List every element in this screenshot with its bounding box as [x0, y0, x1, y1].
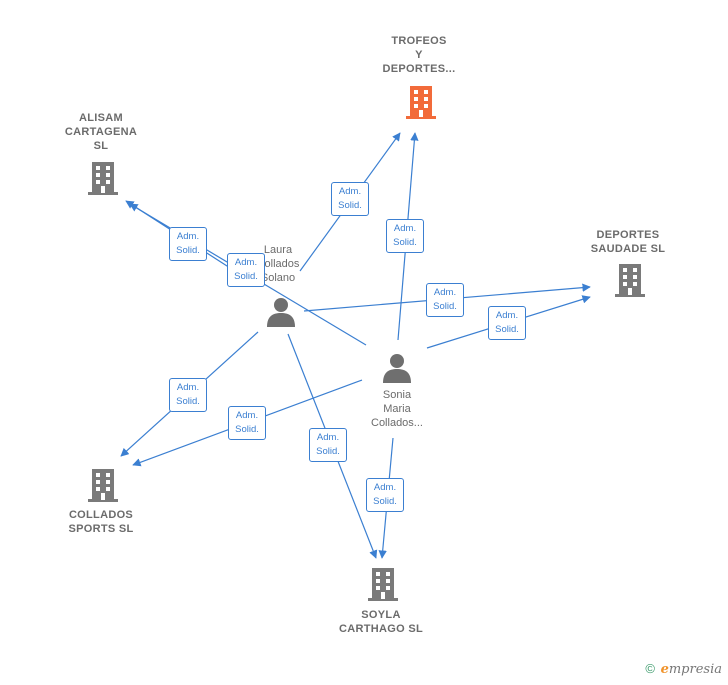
building-icon — [368, 568, 398, 601]
company-icon-soyla[interactable] — [366, 566, 400, 607]
brand-logo: empresia — [660, 662, 722, 677]
company-label-saudade[interactable]: DEPORTES SAUDADE SL — [590, 229, 666, 255]
relation-badge-sonia-saudade[interactable]: Adm. Solid. — [488, 306, 526, 340]
relation-badge-laura-soyla[interactable]: Adm. Solid. — [309, 428, 347, 462]
person-icon — [267, 298, 295, 327]
brand-footer: © empresia — [645, 661, 722, 677]
relation-badge-laura-alisam[interactable]: Adm. Solid. — [169, 227, 207, 261]
person-label-sonia[interactable]: Sonia Maria Collados... — [371, 389, 423, 429]
person-icon — [383, 354, 411, 383]
building-icon — [615, 264, 645, 297]
building-icon — [88, 162, 118, 195]
company-icon-trofeos[interactable] — [404, 84, 438, 125]
relation-badge-laura-trofeos[interactable]: Adm. Solid. — [331, 182, 369, 216]
company-label-collados[interactable]: COLLADOS SPORTS SL — [68, 509, 134, 535]
person-icon-laura[interactable] — [265, 296, 297, 333]
building-icon — [88, 469, 118, 502]
company-label-trofeos[interactable]: TROFEOS Y DEPORTES... — [382, 35, 456, 75]
building-icon — [406, 86, 436, 119]
person-label-laura[interactable]: Laura Collados Solano — [256, 244, 300, 284]
person-icon-sonia[interactable] — [381, 352, 413, 389]
company-label-alisam[interactable]: ALISAM CARTAGENA SL — [64, 112, 138, 152]
company-icon-saudade[interactable] — [613, 262, 647, 303]
relation-badge-sonia-soyla[interactable]: Adm. Solid. — [366, 478, 404, 512]
relation-badge-laura-saudade[interactable]: Adm. Solid. — [426, 283, 464, 317]
relation-badge-sonia-trofeos[interactable]: Adm. Solid. — [386, 219, 424, 253]
company-icon-alisam[interactable] — [86, 160, 120, 201]
relation-badge-laura-collados[interactable]: Adm. Solid. — [169, 378, 207, 412]
copyright-symbol: © — [645, 661, 655, 676]
relation-badge-sonia-collados[interactable]: Adm. Solid. — [228, 406, 266, 440]
company-label-soyla[interactable]: SOYLA CARTHAGO SL — [339, 609, 423, 635]
relation-badge-sonia-alisam[interactable]: Adm. Solid. — [227, 253, 265, 287]
company-icon-collados[interactable] — [86, 467, 120, 508]
